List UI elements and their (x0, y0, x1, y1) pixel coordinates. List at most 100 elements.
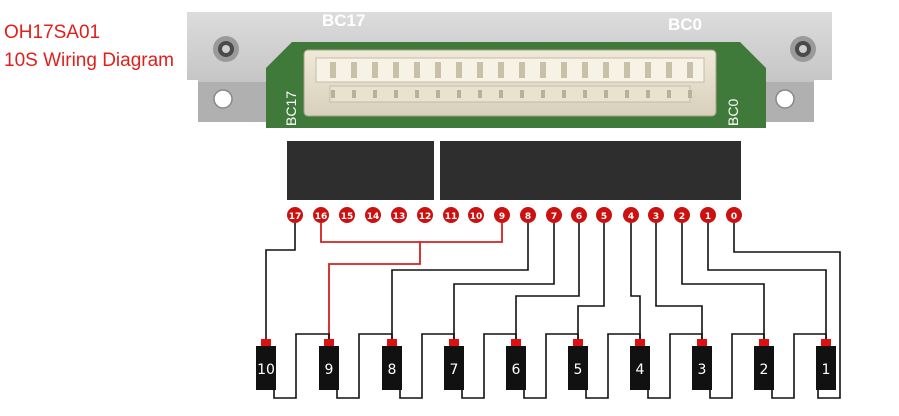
pin-number: 6 (576, 212, 582, 222)
series-link-5-4 (585, 333, 641, 399)
cell-body (382, 346, 402, 390)
diagram-title-model: OH17SA01 (4, 22, 101, 43)
pin-number: 17 (289, 212, 302, 222)
pin-badge-12: 12 (417, 207, 433, 223)
cell-body (444, 346, 464, 390)
cell-positive-terminal (511, 339, 521, 348)
bms-board: BC17 BC0 BC17 BC0 (187, 11, 832, 128)
battery-cells: 10 9 8 7 6 5 4 3 2 1 (256, 339, 836, 390)
cell-positive-terminal (635, 339, 645, 348)
mount-hole-left (213, 89, 233, 109)
cell-number: 1 (822, 362, 831, 378)
battery-cell-8: 8 (382, 339, 402, 390)
pin-number: 7 (551, 212, 557, 222)
jumper-wire-16-9 (320, 223, 503, 243)
cell-positive-terminal (759, 339, 769, 348)
wire-pin6 (515, 223, 580, 342)
wire-pin1 (707, 223, 827, 342)
series-link-9-8 (336, 333, 393, 399)
pcb-label-bc0: BC0 (725, 99, 741, 126)
cell-positive-terminal (449, 339, 459, 348)
pin-badge-8: 8 (520, 207, 536, 223)
cell-number: 10 (257, 362, 275, 378)
pin-number: 3 (653, 212, 659, 222)
pin-number: 11 (445, 212, 458, 222)
battery-cell-6: 6 (506, 339, 526, 390)
battery-cell-9: 9 (319, 339, 339, 390)
pin-badge-9: 9 (494, 207, 510, 223)
pin-badge-6: 6 (571, 207, 587, 223)
pin-number: 2 (679, 212, 685, 222)
battery-cell-1: 1 (816, 339, 836, 390)
series-link-6-5 (523, 333, 579, 399)
pin-number: 4 (628, 212, 634, 222)
cell-body (568, 346, 588, 390)
cell-number: 4 (636, 362, 645, 378)
black-label-right (440, 141, 741, 200)
pin-number: 13 (393, 212, 406, 222)
battery-cell-7: 7 (444, 339, 464, 390)
battery-cell-5: 5 (568, 339, 588, 390)
cell-number: 2 (760, 362, 769, 378)
series-link-3-2 (709, 333, 765, 399)
battery-cell-3: 3 (692, 339, 712, 390)
cell-positive-terminal (821, 339, 831, 348)
cell-number: 7 (450, 362, 459, 378)
pin-badge-13: 13 (391, 207, 407, 223)
cell-body (506, 346, 526, 390)
pin-number: 9 (499, 212, 505, 222)
pin-badge-15: 15 (339, 207, 355, 223)
wires (265, 223, 841, 399)
series-link-7-6 (461, 333, 517, 399)
pin-number: 12 (419, 212, 432, 222)
pin-badge-5: 5 (596, 207, 612, 223)
cell-number: 6 (512, 362, 521, 378)
black-label-left (287, 141, 434, 200)
pin-badge-16: 16 (313, 207, 329, 223)
cell-positive-terminal (573, 339, 583, 348)
battery-cell-10: 10 (256, 339, 276, 390)
cell-body (630, 346, 650, 390)
pcb-label-bc17: BC17 (283, 91, 299, 126)
wire-pin3 (655, 223, 703, 342)
series-link-4-3 (647, 333, 703, 399)
series-link-10-9 (273, 333, 330, 399)
battery-cell-4: 4 (630, 339, 650, 390)
pin-number: 15 (341, 212, 354, 222)
pin-number: 8 (525, 212, 531, 222)
wire-pin5 (577, 223, 605, 342)
pin-number: 1 (705, 212, 711, 222)
pin-number: 14 (367, 212, 380, 222)
pin-number: 16 (315, 212, 328, 222)
cell-number: 5 (574, 362, 583, 378)
cell-positive-terminal (261, 339, 271, 348)
battery-cell-2: 2 (754, 339, 774, 390)
pin-number: 0 (731, 212, 737, 222)
pin-badge-11: 11 (443, 207, 459, 223)
wire-pin0 (733, 223, 841, 399)
cell-positive-terminal (387, 339, 397, 348)
series-link-2-1 (771, 333, 827, 399)
pin-number: 10 (470, 212, 483, 222)
mount-hole-right (775, 89, 795, 109)
cell-positive-terminal (324, 339, 334, 348)
cell-number: 9 (325, 362, 334, 378)
board-label-bc17: BC17 (322, 11, 365, 30)
series-link-8-7 (399, 333, 455, 399)
cell-positive-terminal (697, 339, 707, 348)
cell-body (256, 346, 276, 390)
cell-number: 3 (698, 362, 707, 378)
pin-badge-14: 14 (365, 207, 381, 223)
wire-pin2 (681, 223, 765, 342)
pin-badge-2: 2 (674, 207, 690, 223)
cell-number: 8 (388, 362, 397, 378)
pin-badge-10: 10 (468, 207, 484, 223)
wire-cell9-positive (328, 242, 421, 342)
pin-badge-17: 17 (287, 207, 303, 223)
cell-body (754, 346, 774, 390)
wire-pin4 (630, 223, 641, 342)
pin-badge-1: 1 (700, 207, 716, 223)
pin-badge-7: 7 (546, 207, 562, 223)
